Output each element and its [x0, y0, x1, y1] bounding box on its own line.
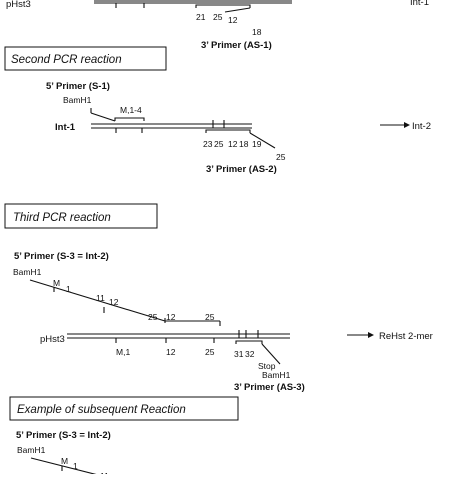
second-reaction: Second PCR reaction 5’ Primer (S-1) BamH… — [4, 46, 431, 175]
fourth-primer-slant — [30, 457, 111, 479]
second-primer3-tail — [249, 132, 276, 149]
second-tick-label: 25 — [214, 139, 224, 149]
fourth-title: Example of subsequent Reaction — [17, 404, 186, 416]
third-primer-slant — [29, 279, 166, 322]
second-tick-label: 23 — [203, 139, 213, 149]
second-primer3-bracket — [205, 129, 251, 133]
second-tail-label: 25 — [276, 152, 286, 162]
second-primer-3: 3’ Primer (AS-2) — [206, 164, 277, 175]
third-below-m1: M,1 — [116, 347, 130, 357]
second-arrow-head — [404, 122, 410, 128]
third-title-box — [4, 203, 158, 229]
third-below-32: 32 — [245, 349, 255, 359]
third-site-3: BamH1 — [262, 370, 291, 380]
fourth-m-label: M — [61, 456, 68, 466]
second-title: Second PCR reaction — [11, 54, 122, 66]
third-below-stop: Stop — [258, 361, 276, 371]
second-primer-slant — [90, 112, 116, 122]
first-tick-label: 18 — [252, 27, 262, 37]
fourth-reaction: Example of subsequent Reaction 5’ Primer… — [9, 396, 239, 479]
third-reaction: Third PCR reaction 5’ Primer (S-3 = Int-… — [4, 203, 433, 393]
first-result: Int-1 — [410, 0, 429, 8]
second-tick-label: 19 — [252, 139, 262, 149]
third-below-12: 12 — [166, 347, 176, 357]
first-tick-label: 12 — [228, 15, 238, 25]
third-below-25: 25 — [205, 347, 215, 357]
fourth-site: BamH1 — [17, 445, 46, 455]
first-primer-3: 3’ Primer (AS-1) — [201, 40, 272, 51]
fourth-title-box — [9, 396, 239, 421]
third-template-label: pHst3 — [40, 334, 65, 345]
fourth-primer-5: 5’ Primer (S-3 = Int-2) — [16, 430, 111, 441]
second-tick-label: 18 — [239, 139, 249, 149]
first-plasmid-label: pHst3 — [6, 0, 31, 10]
first-bracket — [195, 4, 251, 8]
second-primer-5: 5’ Primer (S-1) — [46, 81, 110, 92]
first-tick-label: 21 — [196, 12, 206, 22]
second-site: BamH1 — [63, 95, 92, 105]
third-12b-label: 12 — [166, 312, 176, 322]
third-12-label: 12 — [109, 297, 119, 307]
third-below-31: 31 — [234, 349, 244, 359]
second-title-box — [4, 46, 167, 71]
third-11-label: 11 — [96, 293, 105, 303]
first-tick-label: 25 — [213, 12, 223, 22]
second-site-label: M,1-4 — [120, 105, 142, 115]
third-primer3-tail — [261, 343, 281, 365]
third-title: Third PCR reaction — [13, 212, 111, 224]
third-result: ReHst 2-mer — [379, 331, 433, 342]
third-25b-label: 25 — [205, 312, 215, 322]
third-primer3-bracket — [235, 340, 263, 344]
third-m-sub: 1 — [66, 284, 71, 294]
first-reaction: pHst3 21 25 12 18 3’ Primer (AS-1) Int-1 — [6, 0, 429, 51]
third-primer-3: 3’ Primer (AS-3) — [234, 382, 305, 393]
second-tick-label: 12 — [228, 139, 238, 149]
third-site: BamH1 — [13, 267, 42, 277]
second-template-label: Int-1 — [55, 122, 76, 133]
fourth-m-sub: 1 — [73, 461, 78, 471]
first-primer-tail — [224, 7, 251, 13]
third-25a-label: 25 — [148, 312, 158, 322]
third-m-label: M — [53, 278, 60, 288]
second-result: Int-2 — [412, 121, 431, 132]
second-primer-bracket — [114, 117, 145, 121]
third-arrow-head — [368, 332, 374, 338]
third-primer-5: 5’ Primer (S-3 = Int-2) — [14, 251, 109, 262]
